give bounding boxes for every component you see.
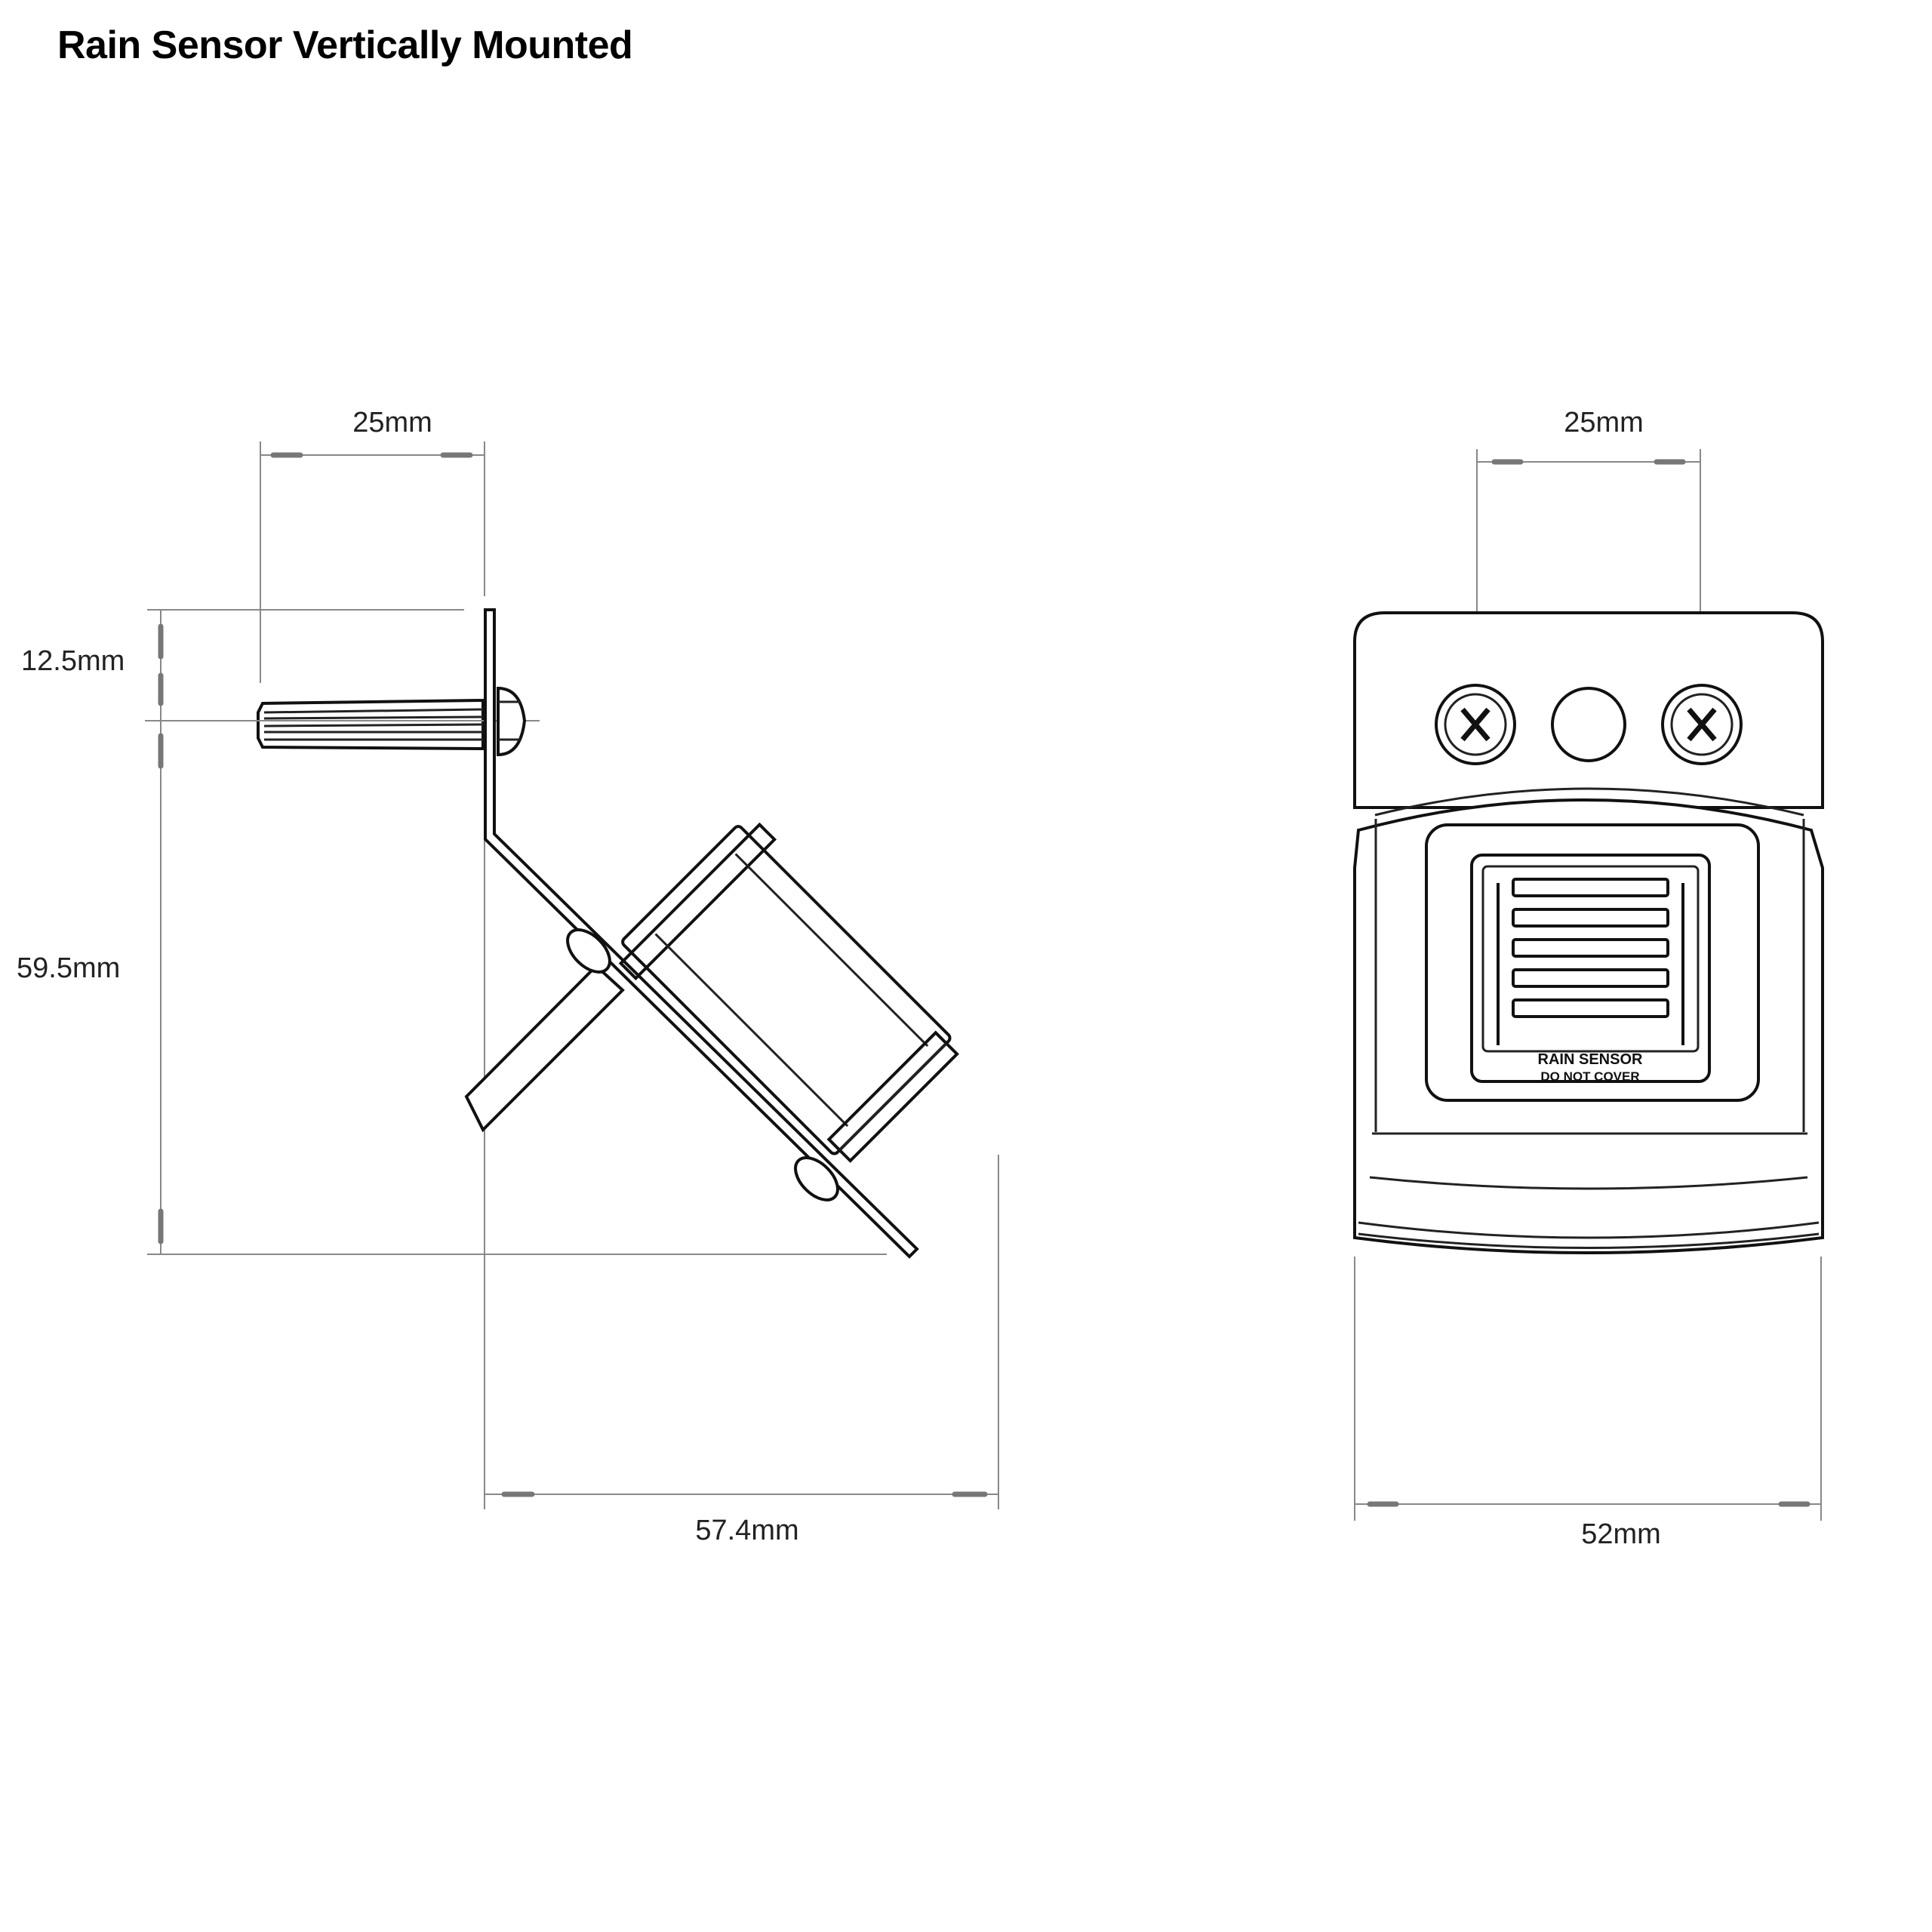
front-dim-width-label: 52mm — [1581, 1518, 1661, 1550]
screw-left-icon — [1435, 684, 1516, 765]
side-dim-upper-height-label: 12.5mm — [21, 645, 125, 677]
sensor-label-line1: RAIN SENSOR — [1538, 1051, 1643, 1068]
rain-grid-icon — [1497, 878, 1684, 1045]
sensor-panel: RAIN SENSOR DO NOT COVER — [1425, 823, 1760, 1102]
side-view: 25mm 12.5mm 59.5mm 57.4mm — [17, 407, 999, 1546]
mounting-stud — [230, 686, 540, 757]
sensor-rod — [464, 928, 839, 1201]
center-hole-icon — [1551, 687, 1626, 762]
side-dim-bottom-width: 57.4mm — [484, 838, 999, 1546]
mounting-bracket — [484, 608, 919, 1259]
front-dim-width: 52mm — [1354, 1257, 1822, 1550]
side-dim-top-width-label: 25mm — [352, 407, 432, 438]
drawing-title: Rain Sensor Vertically Mounted — [57, 23, 633, 67]
side-dim-bottom-width-label: 57.4mm — [695, 1515, 798, 1546]
sensor-label-line2: DO NOT COVER — [1540, 1069, 1639, 1084]
side-dim-top-width: 25mm — [260, 407, 485, 683]
sensor-body-side — [618, 822, 959, 1163]
side-dim-heights: 12.5mm 59.5mm — [17, 609, 887, 1255]
front-dim-screw-spacing-label: 25mm — [1564, 407, 1644, 438]
side-dim-total-height-label: 59.5mm — [17, 952, 120, 984]
screw-right-icon — [1661, 684, 1743, 765]
front-view: 25mm 52mm — [1353, 407, 1824, 1550]
